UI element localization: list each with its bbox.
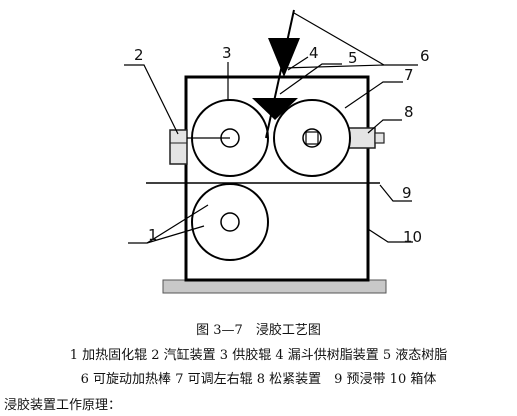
adjustable-roller-hub xyxy=(302,128,322,148)
figure-caption-title: 图 3—7 浸胶工艺图 xyxy=(196,323,321,338)
figure-legend-line-2: 6 可旋动加热棒 7 可调左右辊 8 松紧装置 9 预浸带 10 箱体 xyxy=(80,372,437,387)
callout-9: 9 xyxy=(402,184,412,202)
callout-10: 10 xyxy=(403,228,422,246)
leader-6b xyxy=(282,64,385,69)
callout-4: 4 xyxy=(309,44,319,62)
callout-2: 2 xyxy=(134,46,144,64)
leader-9 xyxy=(379,184,412,202)
callout-1: 1 xyxy=(148,226,158,244)
leader-8 xyxy=(367,119,402,134)
liquid-resin xyxy=(252,98,298,120)
base-platform xyxy=(162,279,387,294)
box-frame xyxy=(184,75,370,282)
adjustable-roller-hub-square xyxy=(305,131,319,145)
leader-5 xyxy=(279,63,342,95)
callout-7: 7 xyxy=(404,66,414,84)
figure-legend-line-1: 1 加热固化辊 2 汽缸装置 3 供胶辊 4 漏斗供树脂装置 5 液态树脂 xyxy=(69,348,448,363)
leader-10 xyxy=(367,228,413,243)
cylinder-device xyxy=(169,129,188,165)
leader-lines xyxy=(124,12,418,244)
tension-device-end xyxy=(374,132,385,144)
section-heading: 浸胶装置工作原理： xyxy=(4,398,122,413)
dipping-process-diagram: 1 2 3 4 5 6 7 8 9 10 xyxy=(124,9,430,294)
leader-2 xyxy=(124,64,179,135)
callout-5: 5 xyxy=(348,49,358,67)
callout-6: 6 xyxy=(420,47,430,65)
callout-8: 8 xyxy=(404,103,414,121)
heating-curing-roller-hub xyxy=(220,212,240,232)
callout-3: 3 xyxy=(222,44,232,62)
rotatable-heating-rod xyxy=(265,9,295,139)
leader-7 xyxy=(344,81,403,109)
leader-1b xyxy=(146,225,205,244)
